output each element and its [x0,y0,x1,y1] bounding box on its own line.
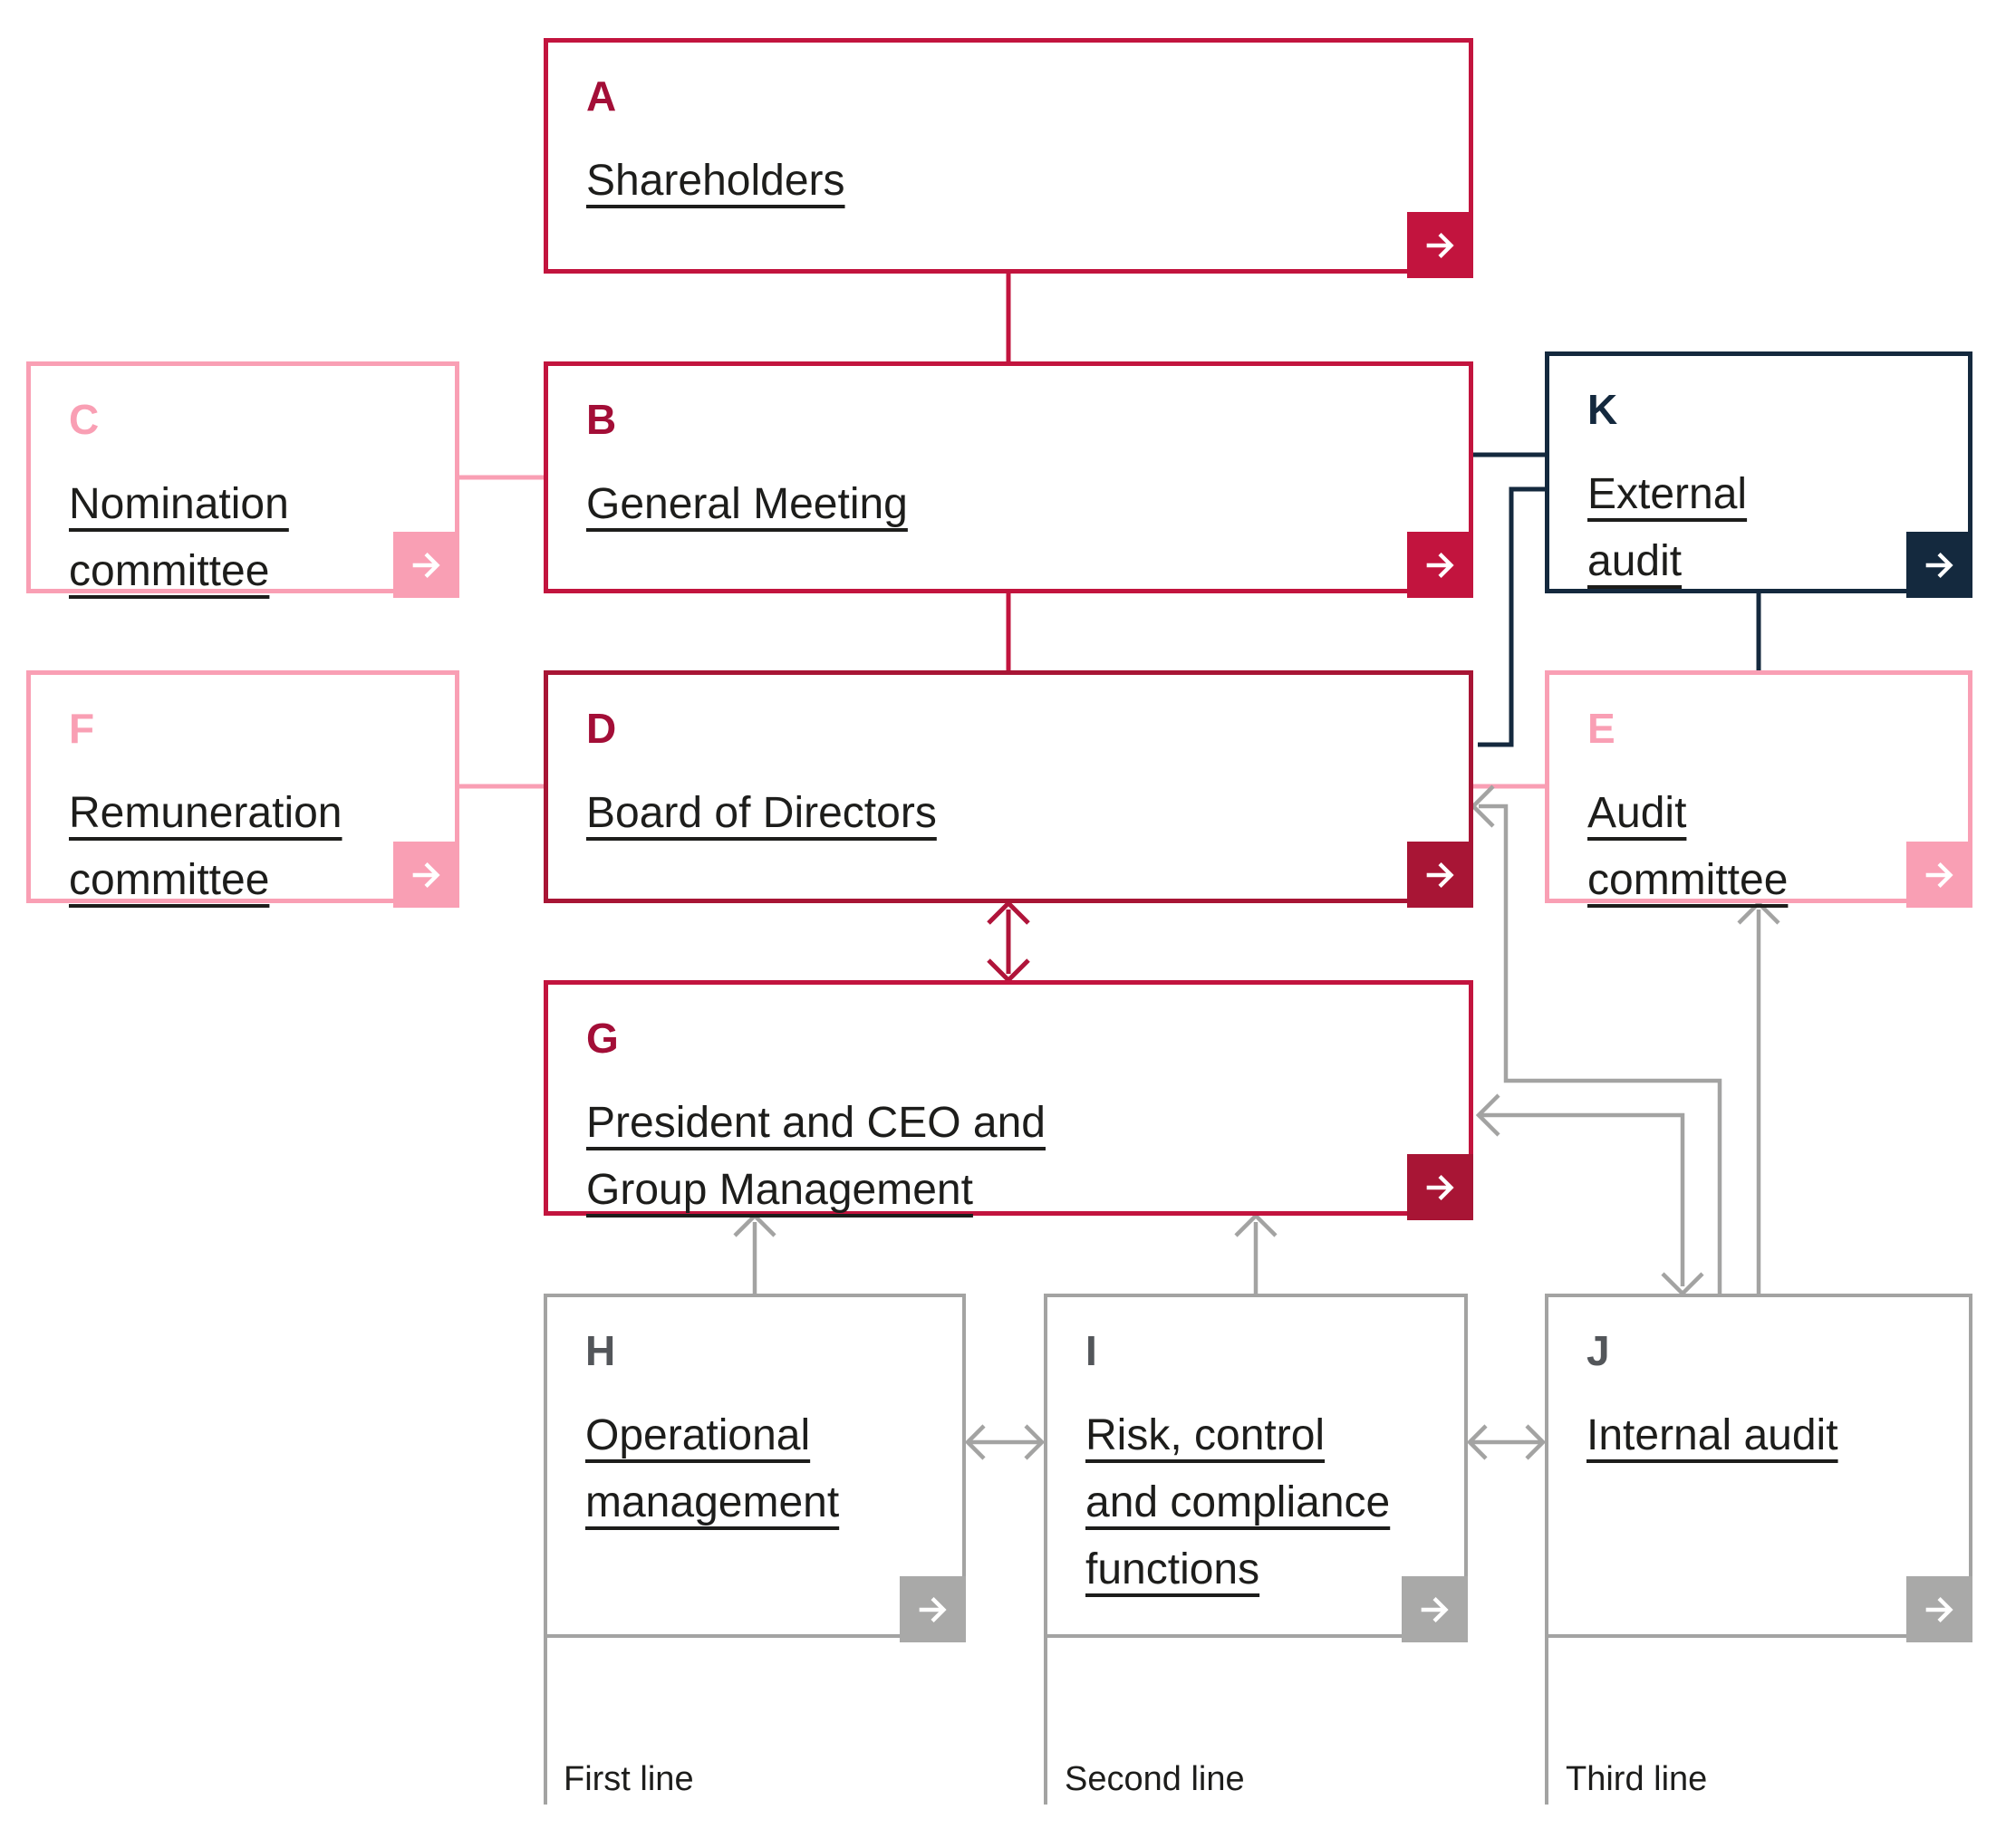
box-letter: F [69,705,95,752]
box-letter: G [586,1015,619,1062]
third-line-label: Third line [1566,1760,1708,1798]
box-president-ceo-group-management: G President and CEO and Group Management [544,980,1473,1220]
box-nomination-committee: C Nomination committee [26,361,459,598]
arrow-icon[interactable] [1906,842,1972,908]
arrowhead-down-icon [1661,1272,1704,1297]
arrow-icon[interactable] [393,532,459,598]
box-letter: I [1085,1327,1097,1374]
box-letter: B [586,396,617,443]
arrowhead-down-icon [987,958,1030,984]
box-audit-committee: E Audit committee [1545,670,1972,908]
shareholders-link[interactable]: Shareholders [586,157,845,205]
connector-i-g [1234,1212,1278,1294]
arrow-icon[interactable] [900,1576,966,1642]
arrow-icon[interactable] [1906,532,1972,598]
arrow-icon[interactable] [1407,532,1473,598]
arrowhead-up-icon [987,900,1030,925]
arrowhead-up-icon [1234,1212,1278,1237]
risk-control-compliance-link[interactable]: Risk, control and compliance functions [1085,1411,1391,1593]
arrowhead-right-icon [1525,1424,1547,1460]
box-letter: K [1587,386,1618,433]
box-internal-audit: J Internal audit [1545,1294,1972,1642]
box-external-audit: K External audit [1545,351,1972,598]
internal-audit-link[interactable]: Internal audit [1586,1411,1838,1459]
connector-h-g [733,1212,776,1294]
box-board-of-directors: D Board of Directors [544,670,1473,908]
connector-h-i-double-arrow [964,1424,1046,1460]
box-general-meeting: B General Meeting [544,361,1473,598]
operational-management-link[interactable]: Operational management [585,1411,840,1526]
arrowhead-right-icon [1024,1424,1046,1460]
arrow-icon[interactable] [1402,1576,1468,1642]
audit-committee-link[interactable]: Audit committee [1587,789,1789,904]
arrow-icon[interactable] [1906,1576,1972,1642]
arrow-icon[interactable] [393,842,459,908]
box-letter: D [586,705,617,752]
box-letter: H [585,1327,616,1374]
connector-d-g-double-arrow [987,900,1030,984]
box-letter: C [69,396,100,443]
connector-i-j-double-arrow [1466,1424,1547,1460]
arrowhead-left-icon [1475,1093,1500,1137]
box-letter: J [1586,1327,1610,1374]
general-meeting-link[interactable]: General Meeting [586,480,908,528]
box-shareholders: A Shareholders [544,38,1473,278]
arrowhead-left-icon [1466,1424,1488,1460]
nomination-committee-link[interactable]: Nomination committee [69,480,289,595]
arrowhead-left-icon [1470,784,1495,828]
remuneration-committee-link[interactable]: Remuneration committee [69,789,342,904]
connector-j-e [1737,900,1780,1294]
box-remuneration-committee: F Remuneration committee [26,670,459,908]
arrow-icon[interactable] [1407,212,1473,278]
second-line-label: Second line [1065,1760,1245,1798]
box-operational-management: H Operational management [544,1294,966,1642]
first-line-label: First line [564,1760,694,1798]
box-letter: A [586,72,617,120]
board-of-directors-link[interactable]: Board of Directors [586,789,937,837]
connector-k-d [1478,486,1545,747]
box-risk-control-compliance: I Risk, control and compliance functions [1044,1294,1468,1642]
connector-g-j-double-arrow [1475,1093,1704,1297]
external-audit-link[interactable]: External audit [1587,470,1748,585]
box-letter: E [1587,705,1615,752]
president-ceo-link[interactable]: President and CEO and Group Management [586,1099,1046,1214]
arrowhead-left-icon [964,1424,986,1460]
arrow-icon[interactable] [1407,842,1473,908]
arrow-icon[interactable] [1407,1154,1473,1220]
